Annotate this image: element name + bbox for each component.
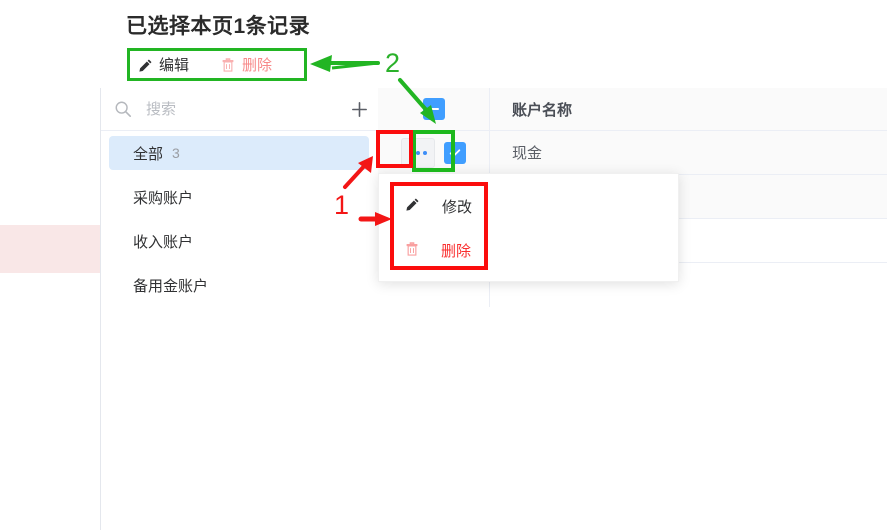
select-all-checkbox[interactable] <box>422 98 445 120</box>
sidebar-divider <box>100 88 101 530</box>
row-select-cell <box>378 131 490 174</box>
delete-label: 删除 <box>242 57 273 74</box>
context-menu-item-edit[interactable]: 修改 <box>379 184 678 228</box>
edit-label: 编辑 <box>159 57 190 74</box>
sidebar-search-row <box>101 88 377 131</box>
trash-icon <box>405 241 419 260</box>
sidebar-item-purchase[interactable]: 采购账户 <box>109 180 369 214</box>
ellipsis-icon <box>409 150 413 155</box>
category-list: 全部 3 采购账户 收入账户 备用金账户 <box>101 136 377 302</box>
column-header-account-name: 账户名称 <box>512 101 573 119</box>
table-header-row: 账户名称 <box>378 88 887 131</box>
trash-icon <box>221 57 235 72</box>
pencil-icon <box>405 197 420 216</box>
cell-account-name: 现金 <box>512 145 543 162</box>
ellipsis-icon <box>416 150 420 155</box>
left-pink-panel <box>0 225 101 273</box>
pencil-icon <box>138 58 152 72</box>
page-title: 已选择本页1条记录 <box>126 15 311 38</box>
sidebar-item-label: 收入账户 <box>133 233 194 251</box>
delete-button[interactable]: 删除 <box>221 54 272 75</box>
search-input[interactable] <box>144 99 347 119</box>
sidebar-item-income[interactable]: 收入账户 <box>109 224 369 258</box>
table-row[interactable]: 现金 <box>378 131 887 175</box>
batch-action-toolbar[interactable]: 编辑 删除 <box>127 48 307 81</box>
green-arrow-to-toolbar <box>310 55 380 72</box>
search-icon <box>114 100 132 118</box>
context-menu-item-delete[interactable]: 删除 <box>379 228 678 272</box>
add-category-button[interactable] <box>347 92 371 126</box>
row-context-menu: 修改 删除 <box>378 173 679 282</box>
row-checkbox[interactable] <box>444 141 466 164</box>
sidebar-item-label: 备用金账户 <box>133 277 209 295</box>
row-more-button[interactable] <box>401 137 435 168</box>
sidebar-item-count: 3 <box>172 145 180 161</box>
sidebar-item-all[interactable]: 全部 3 <box>109 136 369 170</box>
ellipsis-icon <box>423 150 427 155</box>
header-select-cell <box>378 88 490 130</box>
sidebar-item-label: 全部 <box>133 145 164 163</box>
sidebar-item-label: 采购账户 <box>133 189 194 207</box>
context-menu-label: 删除 <box>441 242 472 260</box>
edit-button[interactable]: 编辑 <box>138 54 189 75</box>
sidebar-item-petty-cash[interactable]: 备用金账户 <box>109 268 369 302</box>
row-select-cell <box>378 263 490 307</box>
annotation-step-2-label: 2 <box>385 48 401 78</box>
context-menu-label: 修改 <box>442 198 473 216</box>
